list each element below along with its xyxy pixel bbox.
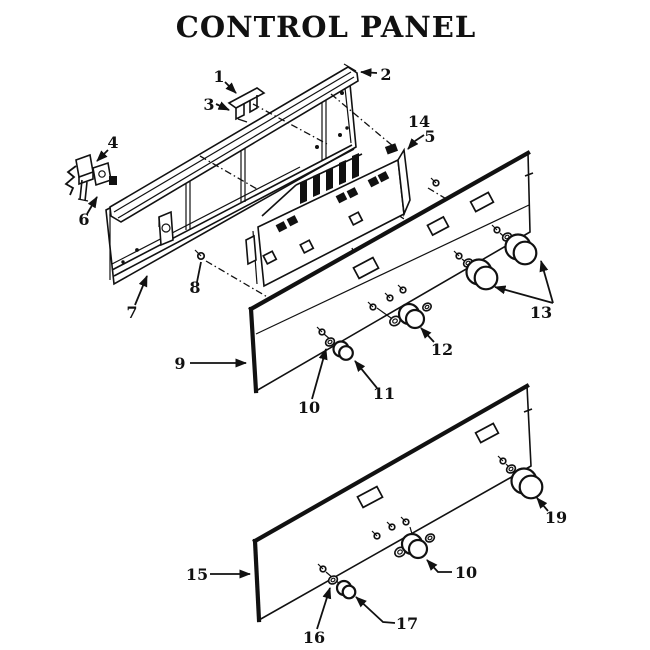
part-label-9: 9 xyxy=(174,354,185,373)
control-assembly xyxy=(245,143,440,288)
screw-8 xyxy=(194,249,206,261)
part-label-17: 17 xyxy=(396,614,418,633)
display-cutout xyxy=(352,256,380,280)
leader-arrows xyxy=(86,68,554,630)
display-cutout xyxy=(356,485,384,509)
part-label-11: 11 xyxy=(373,384,395,403)
display-cutout xyxy=(426,215,450,237)
display-cutout xyxy=(474,422,500,444)
part-label-3: 3 xyxy=(203,95,214,114)
part-label-16: 16 xyxy=(303,628,325,647)
part-label-8: 8 xyxy=(189,278,200,297)
part-label-6: 6 xyxy=(78,210,89,229)
knob-cluster-10-lower xyxy=(371,516,436,560)
part-label-7: 7 xyxy=(126,303,137,322)
top-rail xyxy=(109,63,359,223)
part-label-5: 5 xyxy=(424,127,435,146)
part-label-14: 14 xyxy=(408,112,430,131)
frame-clip-bracket xyxy=(158,210,174,247)
back-frame xyxy=(105,82,357,286)
part-label-2: 2 xyxy=(380,65,391,84)
ferrule-ring xyxy=(327,575,339,585)
end-bracket-latch xyxy=(64,153,117,202)
screw xyxy=(430,177,440,187)
ferrule-ring xyxy=(324,337,336,347)
part-labels: 1 2 3 4 14 5 6 7 8 9 10 11 12 13 15 16 1… xyxy=(78,65,567,647)
part-label-12: 12 xyxy=(431,340,453,359)
part-label-10-upper: 10 xyxy=(298,398,320,417)
rail-mounting-bracket xyxy=(227,87,266,123)
knob-cluster-10-11 xyxy=(316,326,354,361)
knob-cluster-16-17 xyxy=(317,563,357,600)
part-label-4: 4 xyxy=(107,133,118,152)
part-label-15: 15 xyxy=(186,565,208,584)
knob-cluster-12 xyxy=(367,284,432,330)
part-label-19: 19 xyxy=(545,508,567,527)
ferrule-ring xyxy=(424,533,436,543)
part-label-10-lower: 10 xyxy=(455,563,477,582)
display-cutout xyxy=(469,191,495,213)
overlay-panel-lower xyxy=(252,383,533,623)
ferrule-ring xyxy=(422,302,432,312)
part-label-1: 1 xyxy=(213,67,224,86)
page-title: CONTROL PANEL xyxy=(176,10,476,44)
part-label-13: 13 xyxy=(530,303,552,322)
knob-cluster-19 xyxy=(497,455,544,500)
ferrule-ring xyxy=(505,464,517,474)
knob-cluster-13 xyxy=(453,224,538,291)
